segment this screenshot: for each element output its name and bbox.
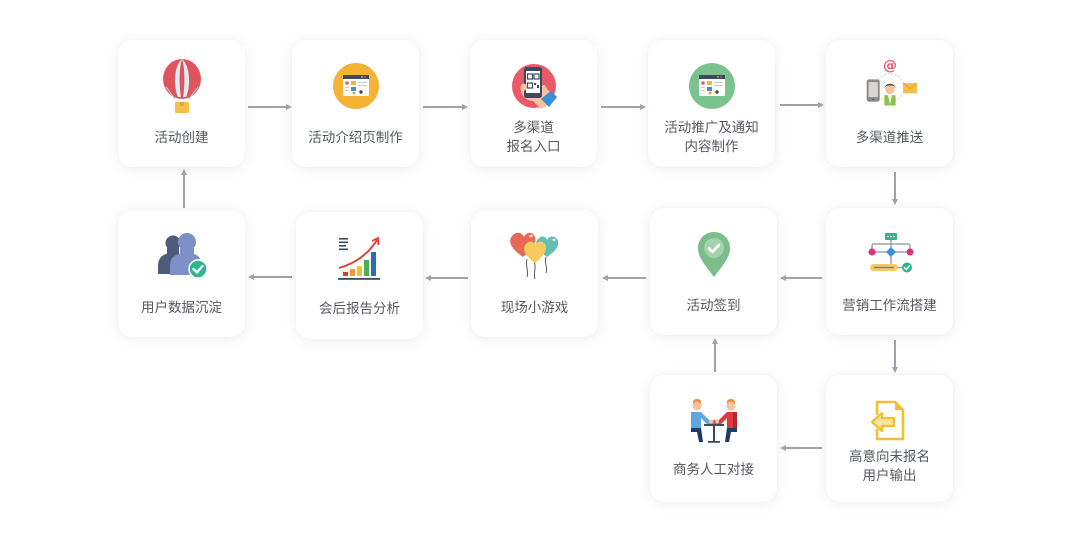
file-export-icon: [862, 393, 918, 449]
location-check-icon: [686, 226, 742, 282]
step-business-contact: 商务人工对接: [650, 375, 777, 502]
growth-chart-icon: [332, 230, 388, 286]
step-multichannel-signup: 多渠道 报名入口: [470, 40, 597, 167]
business-meeting-icon: [686, 393, 742, 449]
arrow-left: [780, 445, 822, 451]
webpage-layout-icon: [684, 58, 740, 114]
arrow-up: [712, 338, 718, 372]
webpage-layout-icon: [328, 58, 384, 114]
step-label: 用户数据沉淀: [141, 300, 222, 316]
svg-text:@: @: [883, 58, 897, 74]
multichannel-push-icon: @: [862, 56, 918, 112]
label-line: 用户输出: [862, 468, 917, 484]
step-label: 现场小游戏: [500, 300, 569, 316]
step-label: 营销工作流搭建: [842, 298, 937, 314]
step-label: 高意向未报名 用户输出: [826, 448, 953, 486]
step-user-data: 用户数据沉淀: [118, 210, 245, 337]
arrow-left: [602, 275, 646, 281]
arrow-left: [248, 274, 292, 280]
arrow-right: [423, 104, 468, 110]
step-label: 会后报告分析: [319, 301, 400, 317]
label-line: 多渠道: [513, 120, 554, 136]
step-label: 活动介绍页制作: [308, 130, 403, 146]
hot-air-balloon-icon: [154, 58, 210, 114]
step-label: 活动签到: [686, 298, 741, 314]
step-high-intent-export: 高意向未报名 用户输出: [826, 375, 953, 502]
step-promotion-content: 活动推广及通知 内容制作: [648, 40, 775, 167]
arrow-left: [780, 275, 822, 281]
heart-balloons-icon: [507, 228, 563, 284]
step-activity-creation: 活动创建: [118, 40, 245, 167]
arrow-left: [425, 275, 468, 281]
step-marketing-workflow: 营销工作流搭建: [826, 208, 953, 335]
label-line: 内容制作: [684, 139, 739, 155]
arrow-right: [601, 104, 646, 110]
step-post-event-report: 会后报告分析: [296, 212, 423, 339]
label-line: 报名入口: [506, 139, 561, 155]
workflow-icon: [862, 226, 918, 282]
arrow-right: [780, 102, 824, 108]
step-label: 活动创建: [154, 130, 209, 146]
label-line: 活动推广及通知: [664, 120, 759, 136]
step-label: 多渠道推送: [855, 130, 924, 146]
label-line: 高意向未报名: [849, 449, 930, 465]
step-label: 商务人工对接: [673, 462, 754, 478]
arrow-down: [892, 340, 898, 373]
step-label: 活动推广及通知 内容制作: [648, 119, 775, 157]
step-label: 多渠道 报名入口: [470, 119, 597, 157]
qr-code-phone-icon: [506, 58, 562, 114]
arrow-down: [892, 172, 898, 205]
step-multichannel-push: @ 多渠道推送: [826, 40, 953, 167]
step-onsite-games: 现场小游戏: [471, 210, 598, 337]
users-check-icon: [154, 228, 210, 284]
arrow-up: [181, 169, 187, 208]
arrow-right: [248, 104, 292, 110]
step-intro-page: 活动介绍页制作: [292, 40, 419, 167]
step-checkin: 活动签到: [650, 208, 777, 335]
